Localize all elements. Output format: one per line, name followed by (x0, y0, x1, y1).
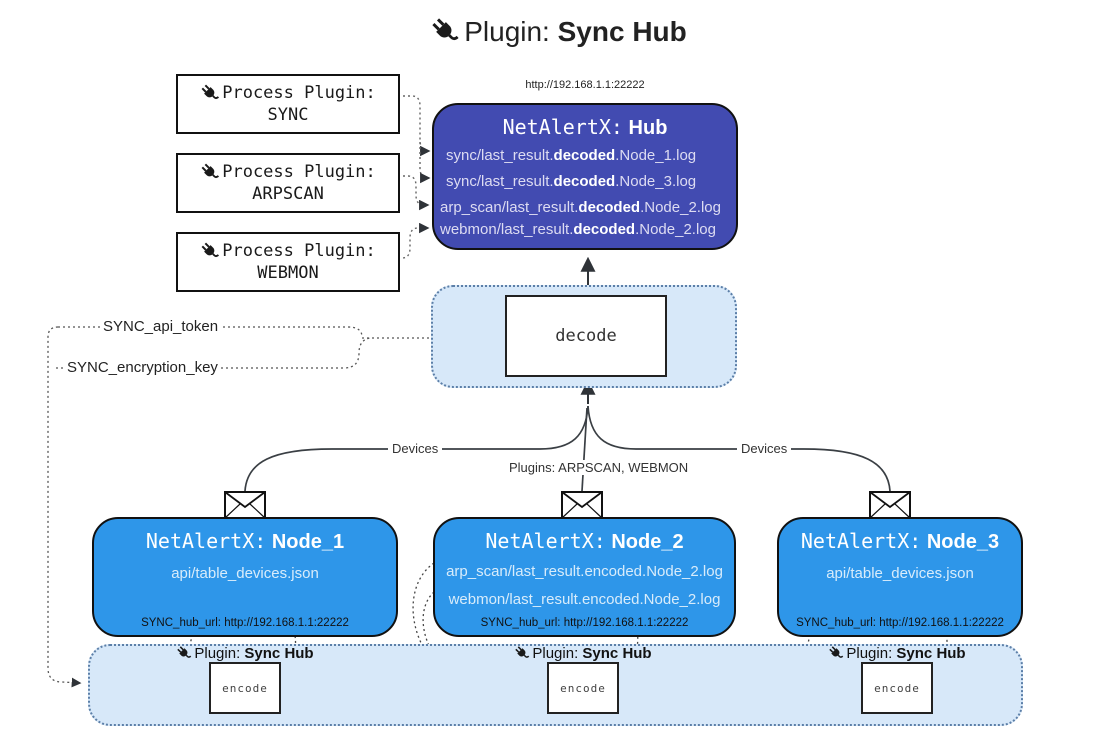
envelope-icon (869, 491, 911, 519)
process-plugin-label: Process Plugin: (222, 241, 376, 261)
hub-title-prefix: NetAlertX: (502, 115, 623, 139)
node-title: NetAlertX: Node_1 (145, 529, 345, 553)
hub-title-name: Hub (628, 117, 668, 139)
node-title: NetAlertX: Node_3 (800, 529, 1000, 553)
hub-log-line: sync/last_result.decoded.Node_3.log (446, 173, 697, 190)
node-file: api/table_devices.json (826, 565, 974, 582)
process-plugin-webmon-box: Process Plugin: WEBMON (176, 232, 400, 292)
encode-box: encode (209, 662, 281, 714)
plug-icon (515, 646, 530, 658)
node-title: NetAlertX: Node_2 (485, 529, 684, 553)
process-plugin-arpscan-box: Process Plugin: ARPSCAN (176, 153, 400, 213)
node-3-box: NetAlertX: Node_3 api/table_devices.json… (777, 517, 1023, 637)
process-plugin-name: SYNC (267, 105, 309, 125)
node-1-box: NetAlertX: Node_1 api/table_devices.json… (92, 517, 398, 637)
node-hub-url: SYNC_hub_url: http://192.168.1.1:22222 (796, 617, 1004, 629)
plug-icon (432, 18, 459, 41)
edge-label-devices-right: Devices (737, 441, 792, 456)
hub-log-line: sync/last_result.decoded.Node_1.log (446, 147, 697, 164)
encode-box: encode (547, 662, 619, 714)
plug-icon (201, 163, 220, 179)
encode-plugin-label: Plugin: Sync Hub (473, 645, 693, 662)
envelope-icon (561, 491, 603, 519)
edge-envelope-curves (244, 405, 891, 492)
process-plugin-label: Process Plugin: (222, 83, 376, 103)
process-plugin-name: WEBMON (257, 263, 319, 283)
process-plugin-name: ARPSCAN (252, 184, 324, 204)
hub-log-line: arp_scan/last_result.decoded.Node_2.log (440, 199, 721, 216)
encode-box: encode (861, 662, 933, 714)
sync-api-token-label: SYNC_api_token (100, 318, 222, 335)
edge-sync-to-hub-logs (398, 95, 431, 259)
page-title: Plugin: Sync Hub (0, 16, 1117, 48)
envelope-icon (224, 491, 266, 519)
sync-encryption-key-label: SYNC_encryption_key (64, 359, 221, 376)
hub-log-line: webmon/last_result.decoded.Node_2.log (440, 221, 716, 238)
node-file: arp_scan/last_result.encoded.Node_2.log (446, 563, 723, 580)
hub-box: NetAlertX: Hub sync/last_result.decoded.… (432, 103, 738, 250)
plug-icon (829, 646, 844, 658)
plug-icon (177, 646, 192, 658)
title-prefix: Plugin: (464, 16, 550, 47)
node-file: webmon/last_result.encoded.Node_2.log (448, 591, 721, 608)
encode-plugin-label: Plugin: Sync Hub (787, 645, 1007, 662)
process-plugin-label: Process Plugin: (222, 162, 376, 182)
edge-label-devices-left: Devices (388, 441, 443, 456)
plug-icon (201, 84, 220, 100)
node-hub-url: SYNC_hub_url: http://192.168.1.1:22222 (480, 617, 689, 629)
node-file: api/table_devices.json (171, 565, 319, 582)
node-2-box: NetAlertX: Node_2 arp_scan/last_result.e… (433, 517, 736, 637)
decode-box: decode (505, 295, 667, 377)
hub-url-label: http://192.168.1.1:22222 (525, 79, 645, 91)
plug-icon (201, 242, 220, 258)
encode-plugin-label: Plugin: Sync Hub (135, 645, 355, 662)
edge-label-plugins-center: Plugins: ARPSCAN, WEBMON (505, 460, 693, 475)
node-hub-url: SYNC_hub_url: http://192.168.1.1:22222 (141, 617, 349, 629)
process-plugin-sync-box: Process Plugin: SYNC (176, 74, 400, 134)
hub-title: NetAlertX: Hub (434, 115, 736, 140)
title-name: Sync Hub (557, 16, 687, 47)
